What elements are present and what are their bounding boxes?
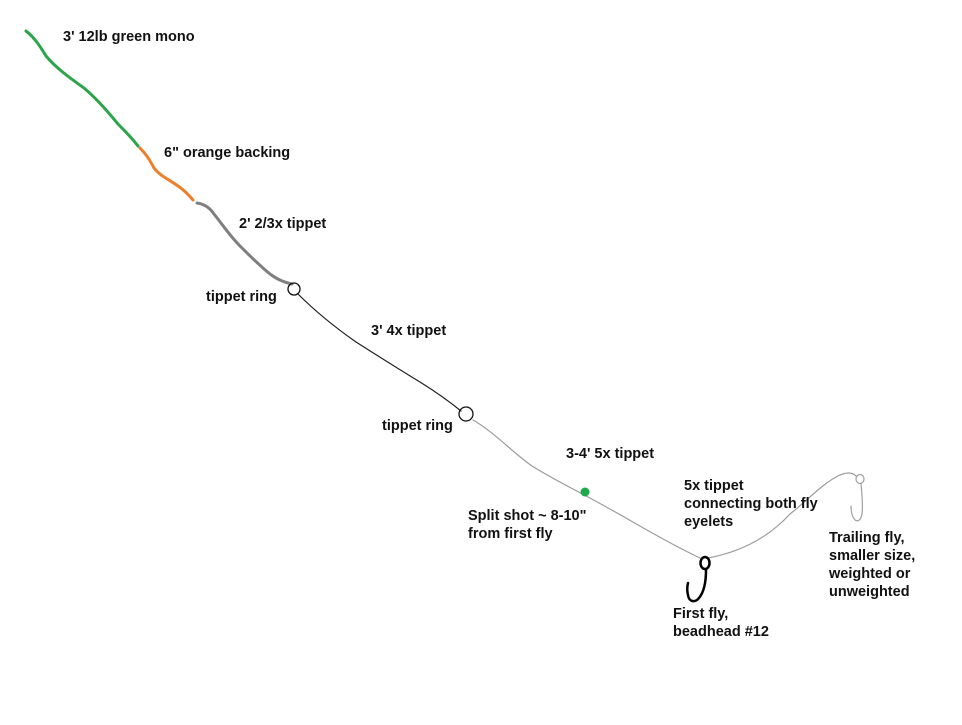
tippet-4x-line <box>297 293 462 412</box>
tippet-ring-2 <box>458 406 474 422</box>
label-first-fly-line-1: First fly, <box>673 606 729 622</box>
first-fly-eye <box>699 555 711 571</box>
trailing-fly <box>850 473 865 522</box>
label-split-shot-line-2: from first fly <box>468 526 553 542</box>
first-fly-hook <box>686 568 708 603</box>
orange-backing-line <box>138 146 195 202</box>
label-tippet-ring-2: tippet ring <box>382 418 453 434</box>
label-trailing-fly-line-4: unweighted <box>829 584 910 600</box>
label-trailing-fly: Trailing fly, smaller size, weighted or … <box>829 529 915 601</box>
label-split-shot: Split shot ~ 8-10" from first fly <box>468 507 586 543</box>
label-split-shot-line-1: Split shot ~ 8-10" <box>468 508 587 524</box>
label-orange-backing: 6" orange backing <box>164 145 291 161</box>
label-first-fly: First fly, beadhead #12 <box>673 605 769 641</box>
trailing-fly-hook <box>850 483 864 522</box>
green-mono-line <box>24 29 140 148</box>
label-tippet-ring-1: tippet ring <box>206 289 277 305</box>
label-connecting-tippet-line-2: connecting both fly <box>684 496 818 512</box>
label-tippet-5x: 3-4' 5x tippet <box>566 446 655 462</box>
label-tippet-2-3x: 2' 2/3x tippet <box>239 216 327 232</box>
tippet-ring-1 <box>287 282 301 296</box>
label-connecting-tippet-line-1: 5x tippet <box>684 478 744 494</box>
connecting-tippet-line <box>707 472 857 559</box>
label-trailing-fly-line-1: Trailing fly, <box>829 530 905 546</box>
first-fly <box>686 555 711 603</box>
label-trailing-fly-line-3: weighted or <box>829 566 911 582</box>
label-green-mono: 3' 12lb green mono <box>63 29 195 45</box>
label-connecting-tippet: 5x tippet connecting both fly eyelets <box>684 477 818 531</box>
tippet-5x-line <box>472 419 701 559</box>
label-connecting-tippet-line-3: eyelets <box>684 514 734 530</box>
label-trailing-fly-line-2: smaller size, <box>829 548 916 564</box>
tippet-2-3x-line <box>195 201 294 286</box>
label-first-fly-line-2: beadhead #12 <box>673 624 769 640</box>
split-shot <box>580 487 590 497</box>
trailing-fly-eye <box>855 473 865 485</box>
label-tippet-4x: 3' 4x tippet <box>371 323 447 339</box>
